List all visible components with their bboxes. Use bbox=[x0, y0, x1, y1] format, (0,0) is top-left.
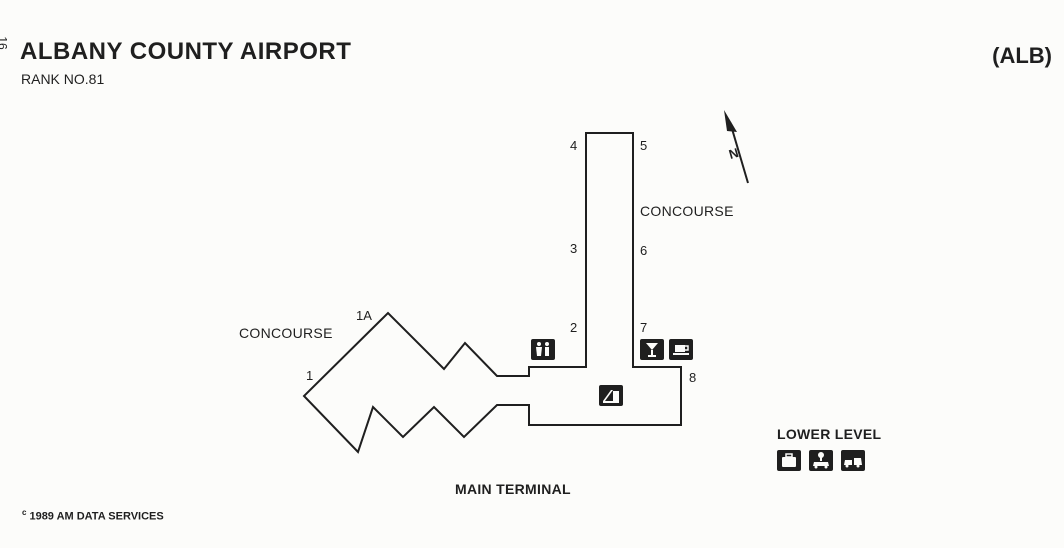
cocktail-lounge-icon bbox=[640, 339, 664, 360]
lower-level-label: LOWER LEVEL bbox=[777, 426, 882, 442]
copyright-text: 1989 AM DATA SERVICES bbox=[29, 510, 164, 523]
copyright-mark: c bbox=[22, 508, 27, 517]
gate-8-label: 8 bbox=[689, 370, 697, 385]
airport-code: (ALB) bbox=[992, 43, 1052, 68]
ground-transportation-icon bbox=[841, 450, 865, 471]
coffee-shop-icon bbox=[669, 339, 693, 360]
north-arrow-icon bbox=[724, 110, 749, 184]
gate-1a-label: 1A bbox=[356, 308, 372, 323]
gate-7-label: 7 bbox=[640, 320, 648, 335]
concourse-left-label: CONCOURSE bbox=[239, 325, 333, 341]
gate-3-label: 3 bbox=[570, 241, 578, 256]
concourse-right-label: CONCOURSE bbox=[640, 203, 734, 219]
rank-label: RANK NO.81 bbox=[21, 71, 105, 87]
page-title: ALBANY COUNTY AIRPORT bbox=[20, 38, 352, 65]
terminal-outline bbox=[302, 132, 682, 454]
restroom-icon bbox=[531, 339, 555, 360]
gate-2-label: 2 bbox=[570, 320, 578, 335]
newsstand-icon bbox=[599, 385, 623, 406]
gate-6-label: 6 bbox=[640, 243, 648, 258]
gate-1-label: 1 bbox=[306, 368, 314, 383]
gate-5-label: 5 bbox=[640, 138, 648, 153]
car-rental-icon bbox=[809, 450, 833, 471]
baggage-claim-icon bbox=[777, 450, 801, 471]
main-terminal-label: MAIN TERMINAL bbox=[455, 481, 571, 497]
gate-4-label: 4 bbox=[570, 138, 578, 153]
